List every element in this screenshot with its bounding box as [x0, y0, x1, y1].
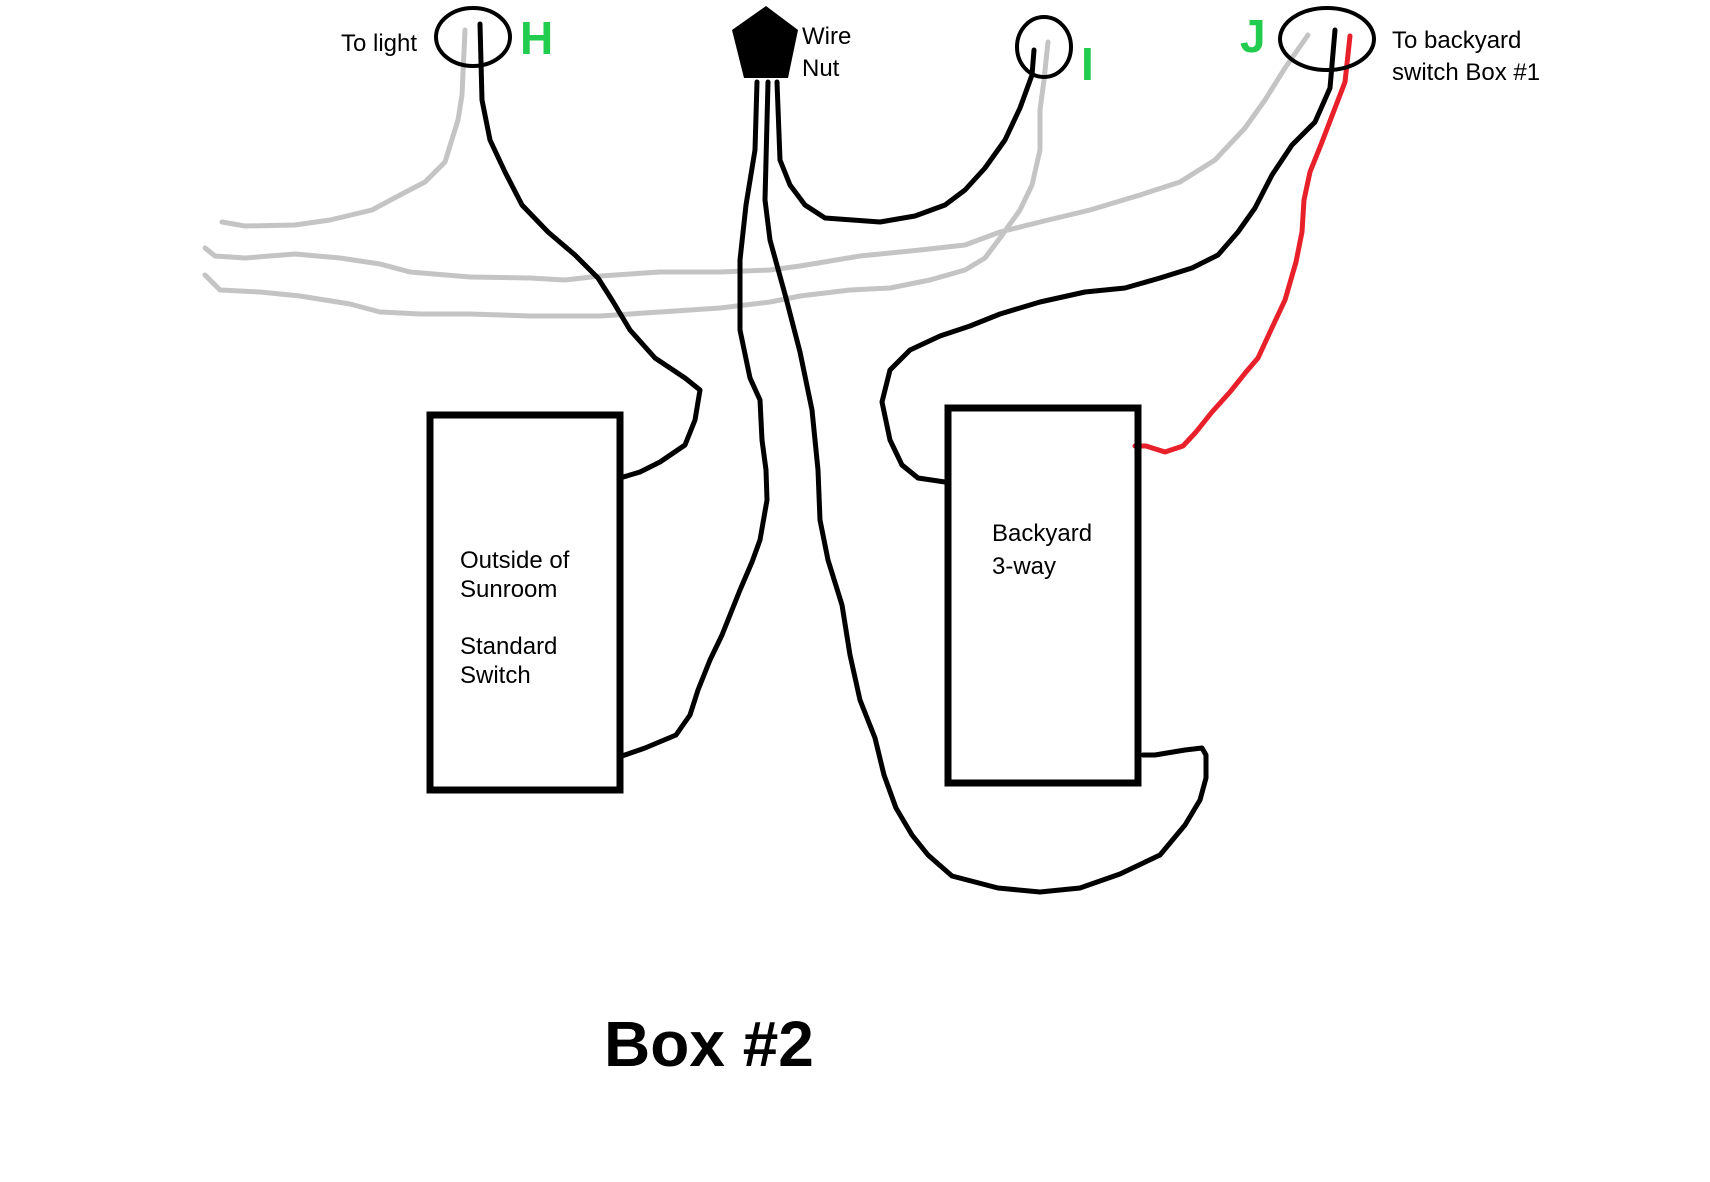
hot-wires — [477, 21, 1338, 895]
cable-tag-j: J — [1240, 10, 1266, 62]
three-way-label-line2: 3-way — [992, 553, 1056, 580]
cable-entry-i — [1015, 15, 1073, 79]
three-way-label-line1: Backyard — [992, 520, 1092, 547]
neutral-wire-upper-run — [202, 32, 1311, 283]
cable-tag-h: H — [520, 12, 553, 64]
wire-nut-label-line2: Nut — [802, 55, 840, 82]
to-light-label: To light — [341, 30, 417, 57]
cable-tag-i: I — [1081, 38, 1094, 90]
three-way-switch-box — [944, 404, 1142, 787]
hot-wire-nut-to-cable-i — [774, 47, 1037, 225]
cable-entry-h — [434, 6, 512, 68]
standard-switch-label-line1: Outside of — [460, 547, 570, 574]
hot-wire-light-to-standard-switch — [477, 21, 703, 481]
diagram-title: Box #2 — [604, 1008, 814, 1080]
wire-nut-label-line1: Wire — [802, 23, 851, 50]
standard-switch-label-line3: Standard — [460, 633, 557, 660]
hot-wire-nut-to-standard-switch — [619, 79, 770, 759]
standard-switch-box — [426, 411, 624, 794]
hot-wire-cable-j-to-three-way — [879, 27, 1338, 485]
cable-entry-j — [1278, 6, 1376, 72]
traveler-wire-red — [1132, 33, 1353, 455]
to-backyard-label-line2: switch Box #1 — [1392, 59, 1540, 86]
to-backyard-label-line1: To backyard — [1392, 27, 1521, 54]
standard-switch-label-line4: Switch — [460, 662, 531, 689]
hot-wire-nut-to-three-way — [762, 79, 1209, 895]
wire-nut-icon — [732, 6, 798, 78]
standard-switch-label-line2: Sunroom — [460, 576, 557, 603]
neutral-wire-from-light — [219, 27, 468, 229]
